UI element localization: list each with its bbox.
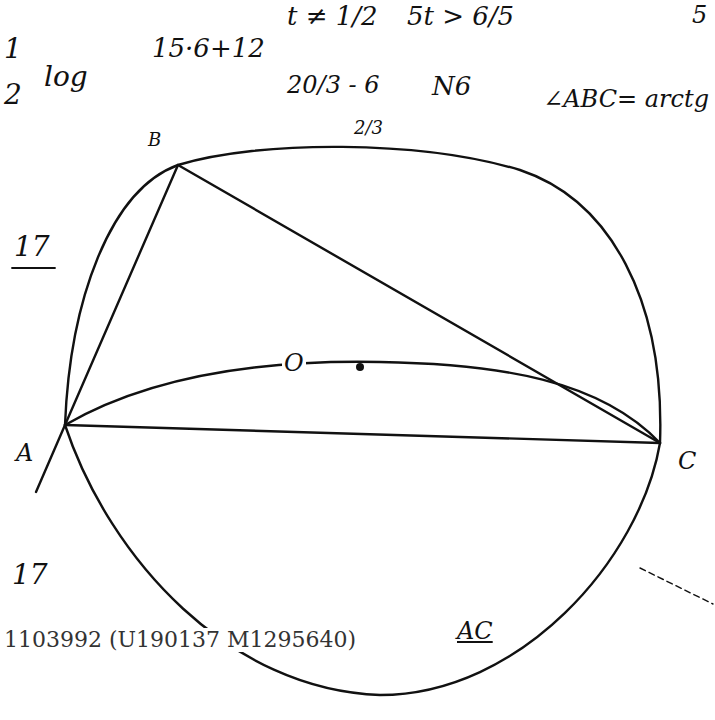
sketch-label: 17 xyxy=(12,232,52,263)
sketch-label: 5t > 6/5 xyxy=(405,2,516,31)
sketch-label: B xyxy=(146,130,163,150)
underline xyxy=(12,267,55,269)
segment-bc xyxy=(178,165,660,443)
sketch-label: 5 xyxy=(690,2,709,28)
lower-arc xyxy=(65,425,660,695)
sketch-label: 17 xyxy=(10,560,50,591)
inner-arc xyxy=(65,362,660,443)
segment-ac xyxy=(65,425,660,443)
sketch-label: O xyxy=(282,350,306,376)
sketch-label: 1103992 (U190137 M1295640) xyxy=(2,628,358,652)
sketch-label: 2/3 xyxy=(352,118,385,138)
sketch-label: AC xyxy=(455,618,495,644)
extension-line xyxy=(36,425,65,492)
upper-arc xyxy=(65,147,660,443)
sketch-label: 20/3 - 6 xyxy=(285,72,382,98)
sketch-label: ∠ABC= arctg xyxy=(541,86,711,112)
sketch-label: log xyxy=(42,62,90,93)
sketch-label: t ≠ 1/2 xyxy=(285,2,380,31)
segment-ab xyxy=(65,165,178,425)
sketch-label: C xyxy=(676,448,698,474)
center-dot xyxy=(356,363,364,371)
sketch-label: A xyxy=(14,440,35,466)
sketch-label: 1 xyxy=(2,34,24,65)
sketch-label: 15·6+12 xyxy=(150,34,267,63)
sketch-label: N6 xyxy=(430,72,473,101)
stray-line xyxy=(640,568,713,604)
sketch-label: 2 xyxy=(2,80,24,111)
